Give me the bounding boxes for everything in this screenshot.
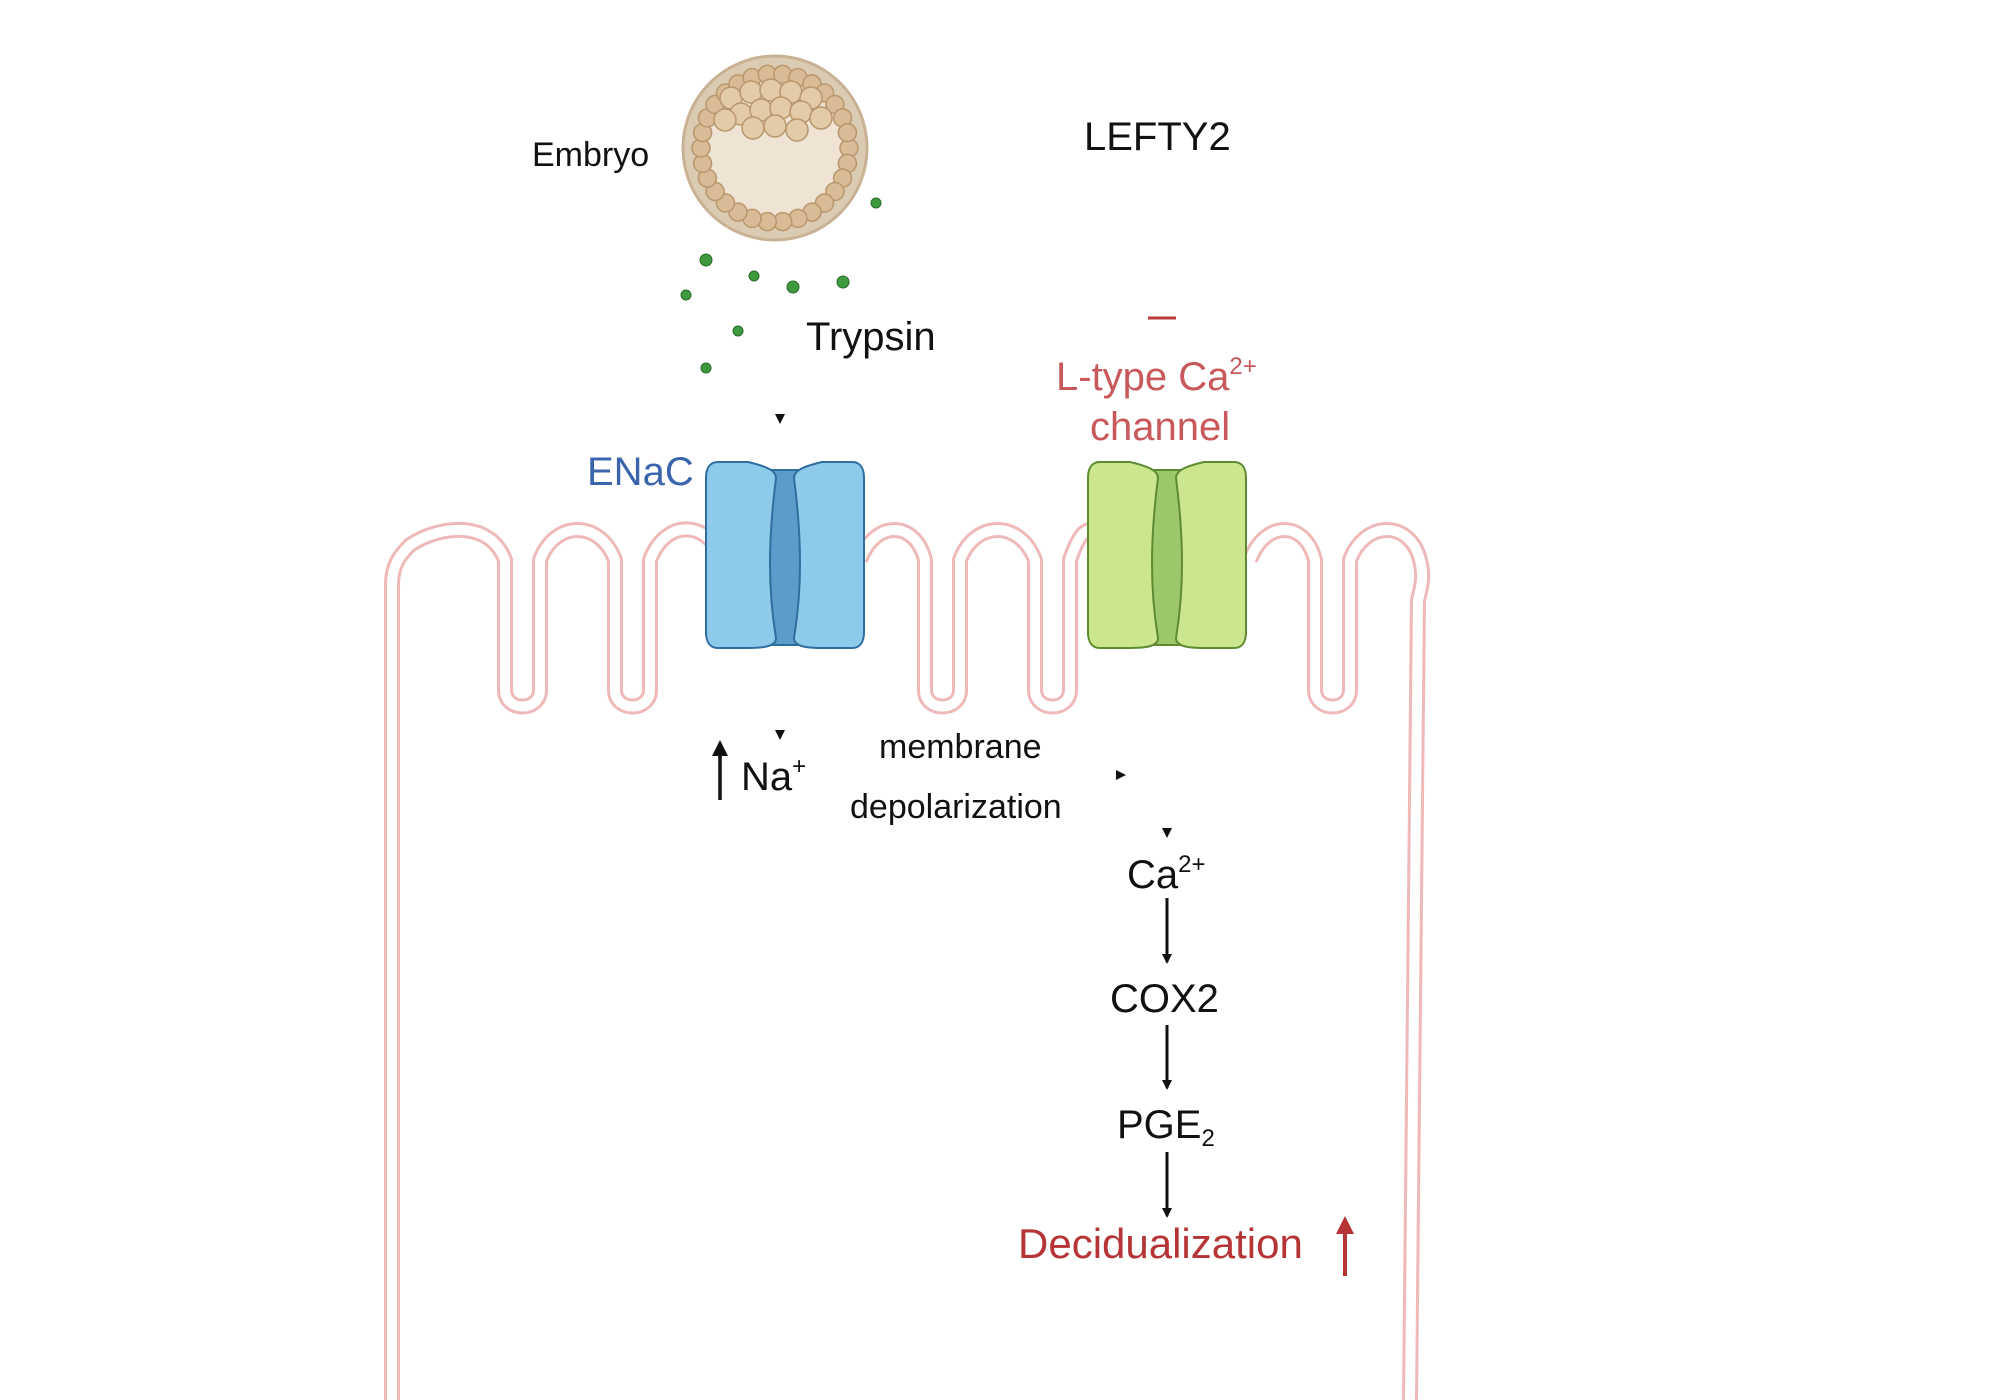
decidualization-label: Decidualization <box>1018 1220 1303 1267</box>
inner-cell-mass-cell <box>741 116 765 140</box>
inner-cell-mass-cell <box>763 114 787 138</box>
l-type-label-line1: L-type Ca2+ <box>1056 353 1257 399</box>
ca-label: Ca2+ <box>1127 851 1206 897</box>
pge2-subscript: 2 <box>1201 1125 1214 1152</box>
l-type-calcium-channel-icon <box>1087 461 1247 649</box>
trypsin-particle-icon <box>680 197 882 374</box>
depolarization-label: depolarization <box>850 788 1062 826</box>
inner-cell-mass-cell <box>713 108 737 132</box>
enac-channel-icon <box>705 461 865 649</box>
l-type-label-line2: channel <box>1090 405 1230 449</box>
embryo-cell <box>837 122 858 143</box>
trypsin-label: Trypsin <box>806 315 936 359</box>
cox2-label: COX2 <box>1110 977 1219 1021</box>
cell-membrane-icon <box>384 521 1431 1400</box>
na-label: Na+ <box>741 753 806 799</box>
enac-label: ENaC <box>587 450 694 494</box>
inner-cell-mass-cell <box>785 118 809 142</box>
lefty2-label: LEFTY2 <box>1084 115 1231 159</box>
embryo-label: Embryo <box>532 136 649 174</box>
pge2-label: PGE2 <box>1117 1103 1215 1152</box>
ca-superscript: 2+ <box>1178 851 1205 878</box>
decidualization-up-arrow-icon <box>1336 1216 1354 1276</box>
inner-cell-mass-cell <box>809 106 833 130</box>
membrane-label: membrane <box>879 728 1042 766</box>
na-superscript: + <box>792 753 806 780</box>
up-arrow-icon <box>712 740 728 800</box>
embryo-icon <box>681 54 869 242</box>
l-type-superscript: 2+ <box>1229 353 1256 380</box>
